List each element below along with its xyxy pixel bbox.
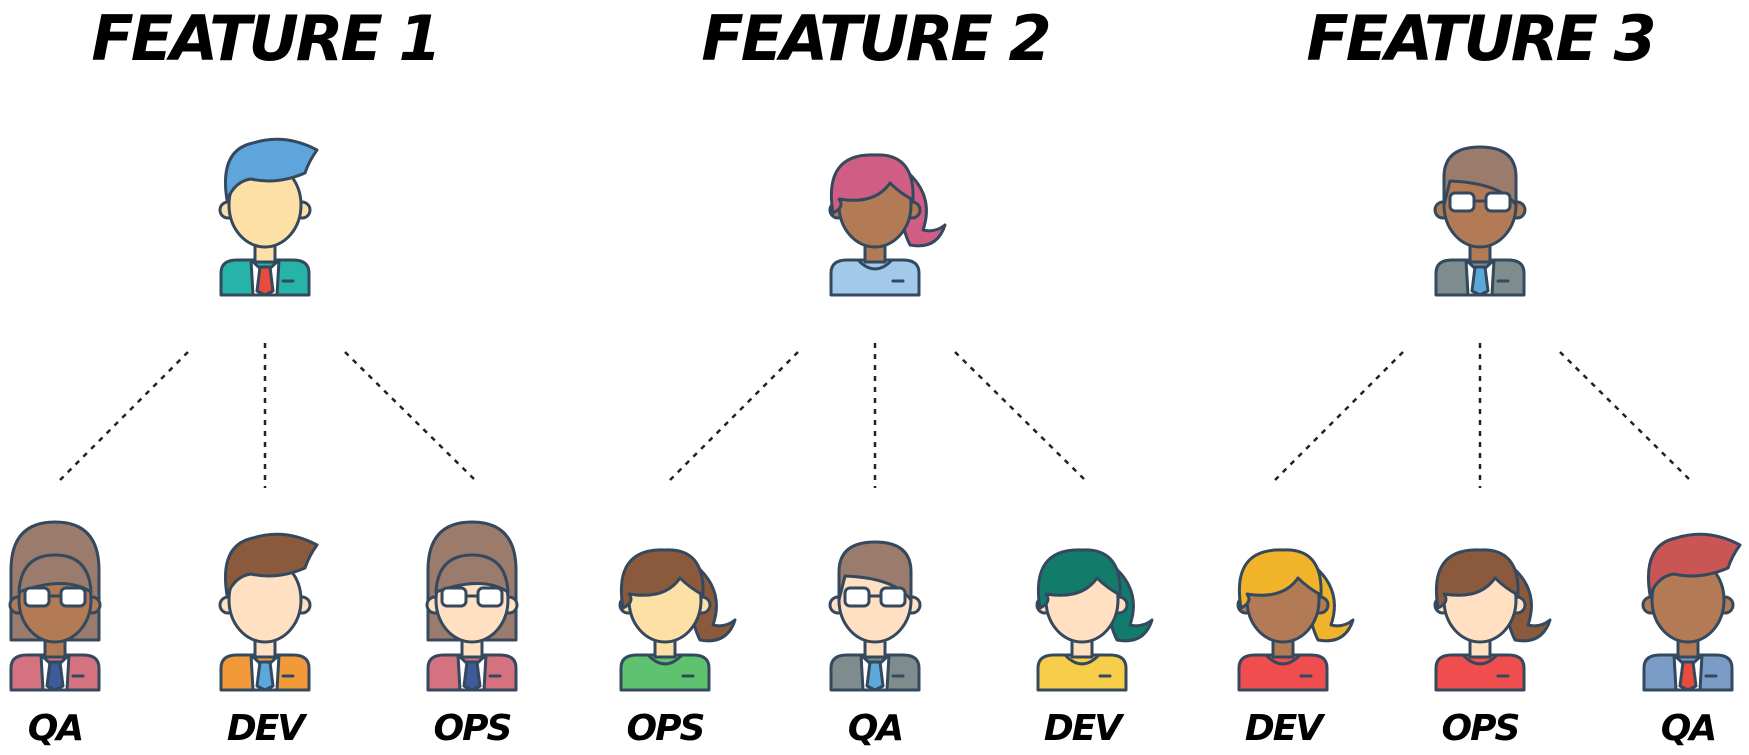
hair-top	[619, 548, 705, 610]
feature-3-member-2-label: OPS	[1442, 708, 1519, 749]
feature-1-connector-right	[344, 351, 476, 481]
glasses-left-lens	[440, 586, 468, 608]
feature-3-member-3-avatar	[1641, 532, 1742, 692]
hair-top	[1434, 548, 1520, 610]
shirt	[619, 653, 711, 692]
hair-top	[1647, 532, 1742, 597]
necktie	[865, 660, 885, 692]
neckline	[1265, 654, 1301, 666]
feature-2-title: FEATURE 2	[701, 2, 1048, 75]
feature-2-lead-avatar	[828, 153, 947, 297]
feature-2-member-3-avatar	[1035, 548, 1154, 692]
shirt	[829, 258, 921, 297]
glasses-right-lens	[476, 586, 504, 608]
feature-2-member-3-label: DEV	[1044, 708, 1125, 749]
hair-top	[1442, 145, 1518, 207]
glasses-right-lens	[1484, 191, 1512, 213]
feature-2-member-1-label: OPS	[627, 708, 704, 749]
neckline	[857, 259, 893, 271]
necktie	[1678, 660, 1698, 692]
feature-3-member-1-avatar	[1236, 548, 1355, 692]
feature-3-connector-left	[1274, 351, 1404, 481]
hair-top	[224, 532, 319, 597]
hair-fringe	[434, 553, 510, 594]
hair-top	[1036, 548, 1122, 610]
feature-3-title: FEATURE 3	[1306, 2, 1653, 75]
neckline	[1064, 654, 1100, 666]
feature-1-member-1-label: QA	[28, 708, 82, 749]
shirt	[1036, 653, 1128, 692]
hair-fringe	[17, 553, 93, 594]
neckline	[647, 654, 683, 666]
feature-group-2: FEATURE 2 OPS QA DEV	[618, 2, 1154, 749]
feature-3-connector-right	[1559, 351, 1691, 481]
hair-top	[837, 540, 913, 602]
glasses-right-lens	[879, 586, 907, 608]
feature-group-3: FEATURE 3 DEV OPS QA	[1236, 2, 1742, 749]
feature-2-connector-right	[954, 351, 1086, 481]
glasses-left-lens	[23, 586, 51, 608]
necktie	[45, 660, 65, 692]
feature-1-member-2-label: DEV	[227, 708, 308, 749]
feature-2-member-2-label: QA	[848, 708, 902, 749]
glasses-left-lens	[843, 586, 871, 608]
necktie	[255, 265, 275, 297]
hair-top	[224, 137, 319, 202]
feature-2-connector-left	[669, 351, 799, 481]
necktie	[462, 660, 482, 692]
hair-top	[829, 153, 915, 215]
feature-2-member-1-avatar	[618, 548, 737, 692]
feature-3-member-2-avatar	[1433, 548, 1552, 692]
feature-3-member-1-label: DEV	[1245, 708, 1326, 749]
feature-1-connector-left	[59, 351, 189, 481]
glasses-right-lens	[59, 586, 87, 608]
glasses-left-lens	[1448, 191, 1476, 213]
feature-1-member-1-avatar	[8, 520, 102, 692]
feature-2-member-2-avatar	[828, 540, 922, 692]
feature-1-member-3-label: OPS	[434, 708, 511, 749]
necktie	[1470, 265, 1490, 297]
feature-1-lead-avatar	[218, 137, 319, 297]
feature-1-title: FEATURE 1	[91, 2, 438, 75]
shirt	[1434, 653, 1526, 692]
shirt	[1237, 653, 1329, 692]
feature-1-member-3-avatar	[425, 520, 519, 692]
feature-group-1: FEATURE 1 QA DEV OPS	[8, 2, 519, 749]
feature-3-member-3-label: QA	[1661, 708, 1715, 749]
feature-3-lead-avatar	[1433, 145, 1527, 297]
necktie	[255, 660, 275, 692]
neckline	[1462, 654, 1498, 666]
feature-1-member-2-avatar	[218, 532, 319, 692]
hair-top	[1237, 548, 1323, 610]
